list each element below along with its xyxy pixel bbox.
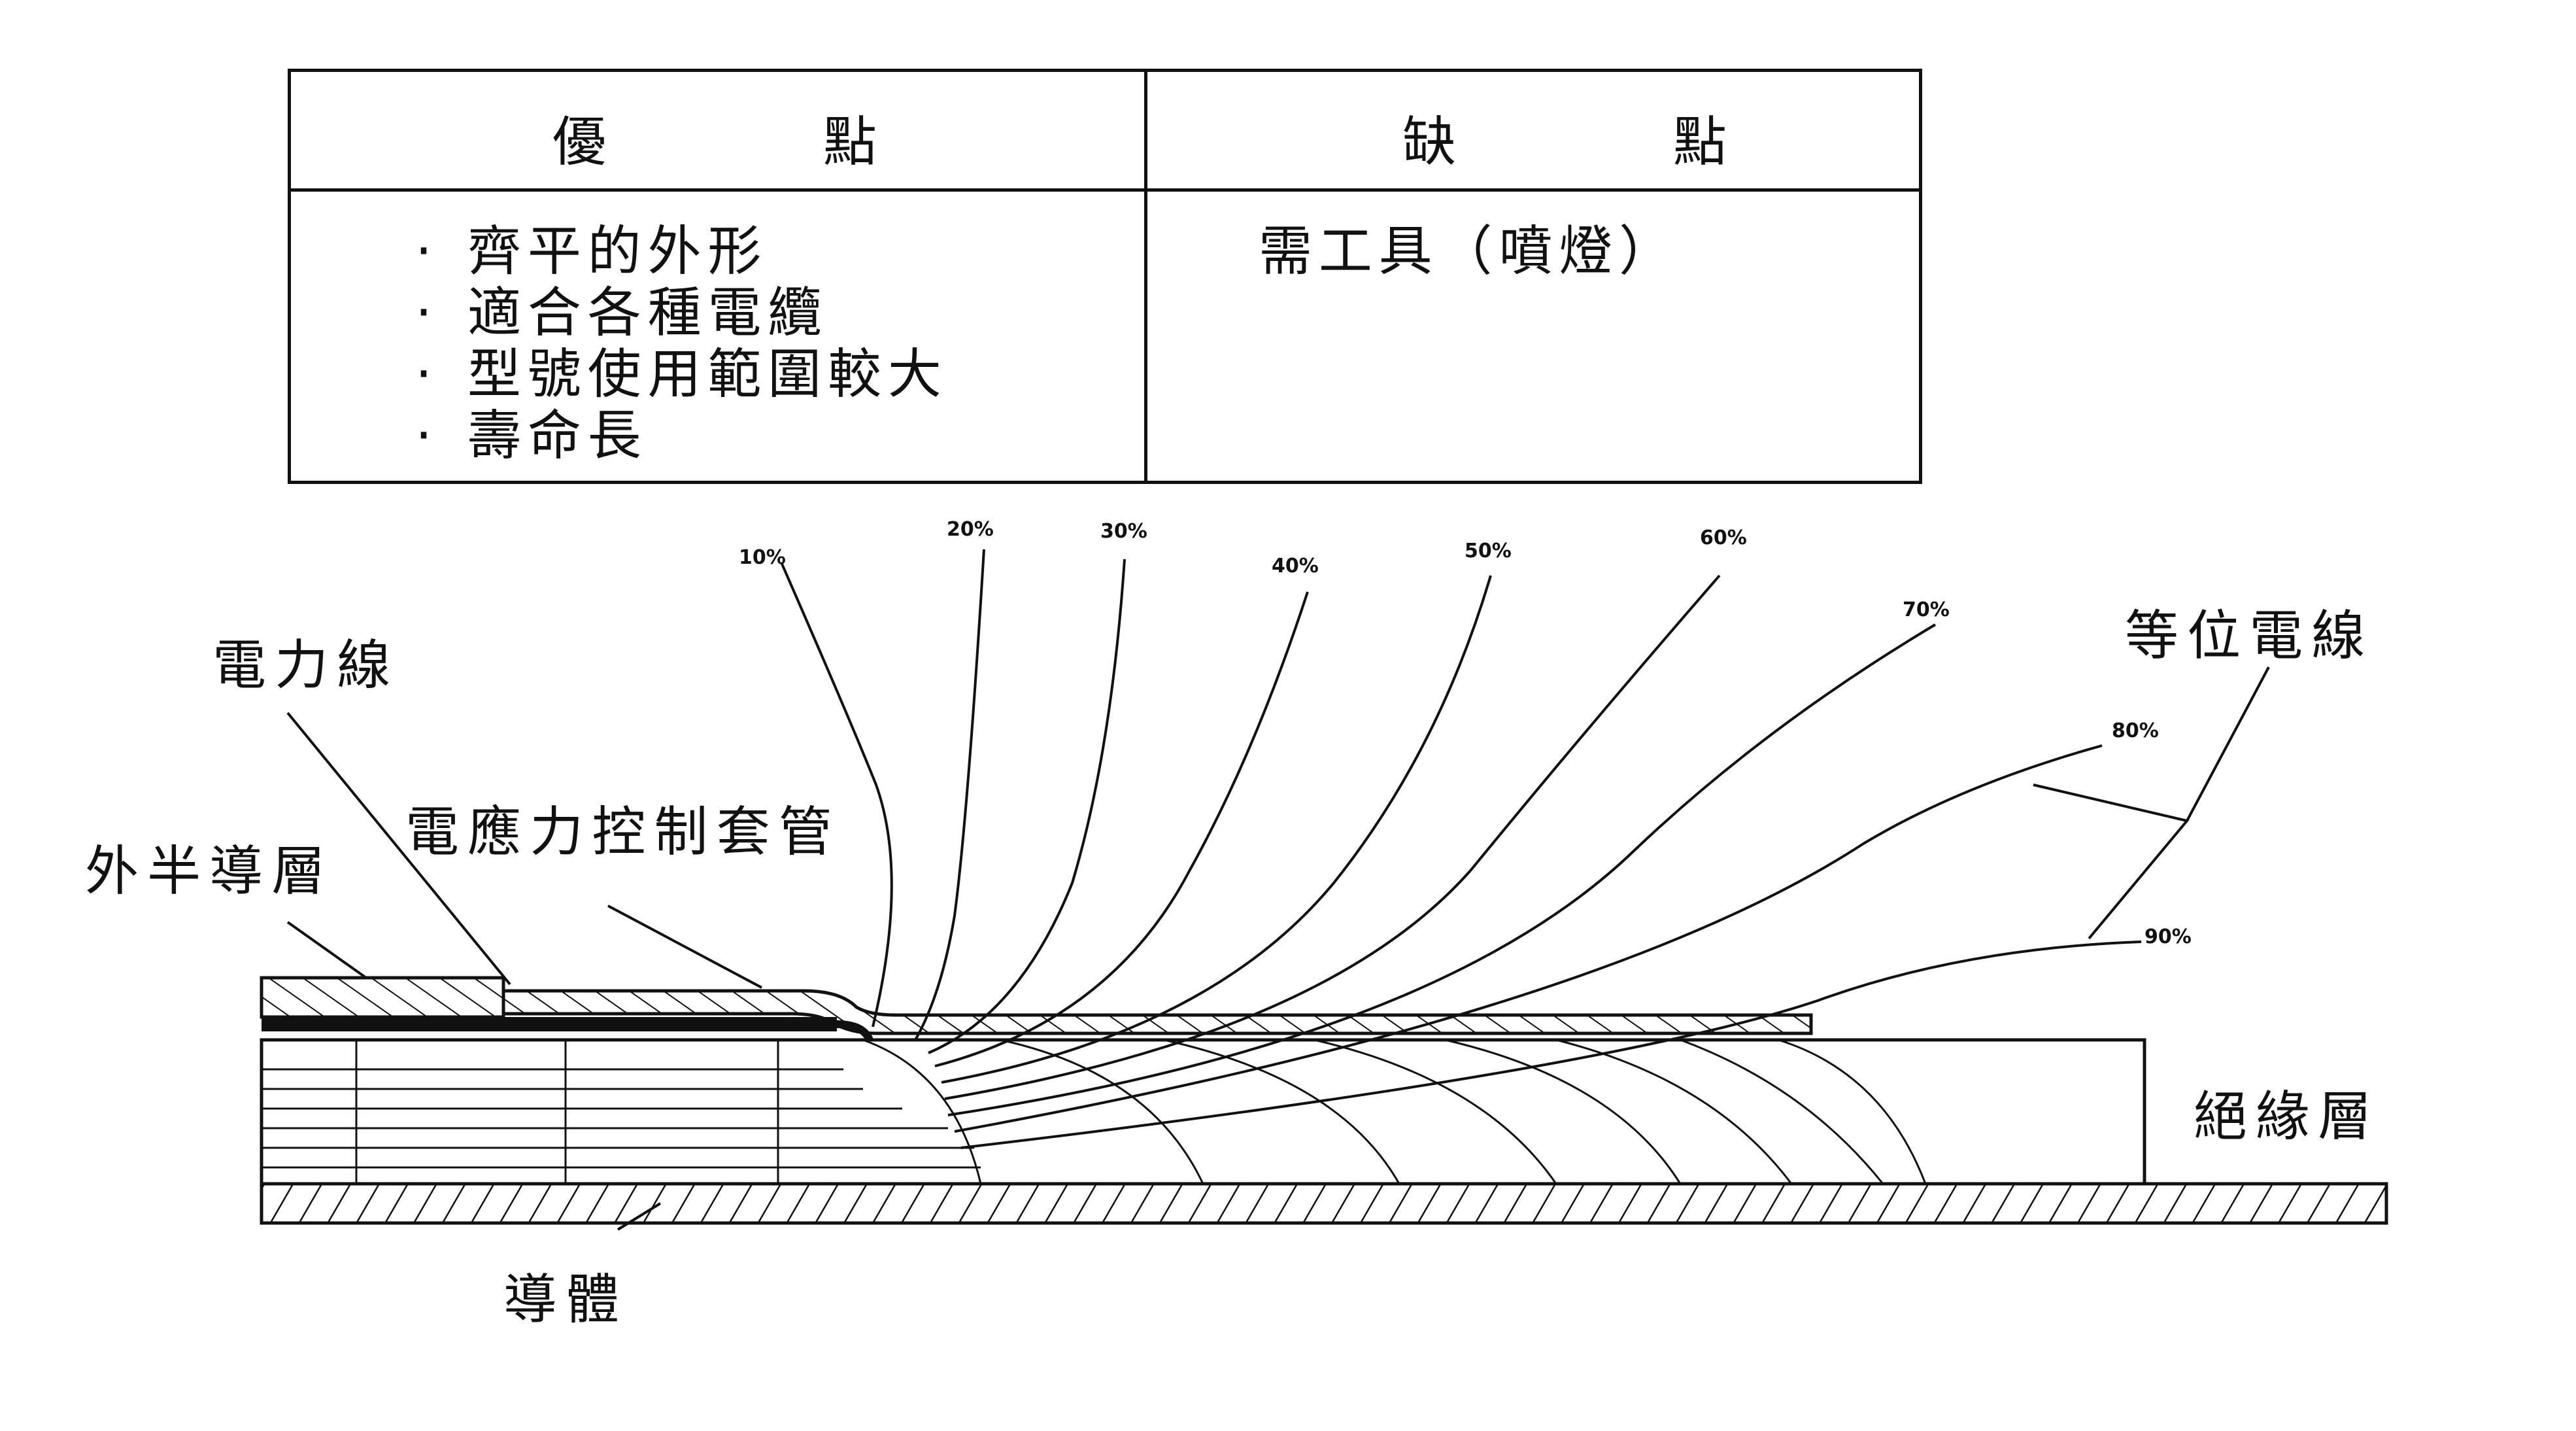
disadvantage-text: 需工具（噴燈） xyxy=(1259,220,1679,283)
stress-sleeve-label: 電應力控制套管 xyxy=(405,801,841,863)
leader-stress-sleeve xyxy=(607,905,762,989)
outer-semicon-layer xyxy=(260,976,505,1019)
bullet-dot: · xyxy=(415,405,439,467)
advantages-header-char-2: 點 xyxy=(822,111,879,173)
percent-label-30: 30% xyxy=(1100,520,1147,543)
equipotential-line-90 xyxy=(960,940,2142,1149)
percent-label-70: 70% xyxy=(1903,598,1950,621)
percent-label-60: 60% xyxy=(1700,526,1747,549)
advantage-item: · 齊平的外形 xyxy=(409,221,948,283)
advantages-header: 優 點 xyxy=(552,98,879,176)
equipotential-lines xyxy=(780,549,2142,1149)
advantage-item: · 適合各種電纜 xyxy=(409,283,948,344)
leader-equipotential xyxy=(2033,666,2270,940)
percent-label-40: 40% xyxy=(1272,555,1319,578)
percent-label-20: 20% xyxy=(947,518,994,541)
equipotential-line-40 xyxy=(934,591,1309,1067)
conductor-band xyxy=(260,1182,2388,1225)
table-column-divider xyxy=(1144,72,1147,481)
equipotential-line-20 xyxy=(914,549,985,1041)
bullet-dot: · xyxy=(415,220,439,283)
leader-conductor xyxy=(617,1202,662,1231)
equipotential-label: 等位電線 xyxy=(2125,605,2374,667)
advantage-text: 適合各種電纜 xyxy=(467,282,828,344)
stress-control-sleeve xyxy=(501,989,1813,1035)
equipotential-line-60 xyxy=(944,574,1721,1100)
advantages-list: · 齊平的外形 · 適合各種電纜 · 型號使用範圍較大 · 壽命長 xyxy=(409,221,948,467)
advantage-text: 壽命長 xyxy=(467,405,648,467)
field-arcs xyxy=(862,1039,1927,1184)
percent-label-90: 90% xyxy=(2144,925,2192,948)
advantage-item: · 型號使用範圍較大 xyxy=(409,344,948,405)
disadvantages-header-char-1: 缺 xyxy=(1402,111,1459,173)
disadvantages-header-char-2: 點 xyxy=(1672,111,1729,173)
equipotential-line-70 xyxy=(947,623,1937,1116)
conductor-label: 導體 xyxy=(503,1269,628,1331)
leader-power-line xyxy=(286,712,511,986)
equipotential-line-50 xyxy=(941,575,1492,1084)
pros-cons-table: 優 點 缺 點 · 齊平的外形 · 適合各種電纜 · 型號使用範圍較大 · 壽命長 需工… xyxy=(288,69,1922,484)
equipotential-line-10 xyxy=(780,562,893,1027)
advantage-text: 齊平的外形 xyxy=(467,220,768,283)
outer-semicon-label: 外半導層 xyxy=(85,840,334,903)
leader-outer-semicon xyxy=(286,921,367,979)
table-row-divider xyxy=(291,188,1919,192)
insulation-label: 絕緣層 xyxy=(2194,1086,2381,1148)
percent-label-10: 10% xyxy=(739,546,786,569)
leader-lines xyxy=(286,666,2270,1231)
percent-label-80: 80% xyxy=(2112,719,2159,742)
advantage-text: 型號使用範圍較大 xyxy=(467,343,948,405)
advantages-header-char-1: 優 xyxy=(552,111,609,173)
insulation-layer xyxy=(260,1038,2146,1186)
advantage-item: · 壽命長 xyxy=(409,405,948,467)
equipotential-line-30 xyxy=(928,559,1126,1054)
bullet-dot: · xyxy=(415,282,439,344)
semiconductor-screen xyxy=(262,1017,873,1042)
percent-label-50: 50% xyxy=(1465,540,1512,562)
disadvantages-header: 缺 點 xyxy=(1402,98,1729,176)
power-line-label: 電力線 xyxy=(212,634,399,697)
equipotential-line-80 xyxy=(954,744,2103,1133)
bullet-dot: · xyxy=(415,343,439,405)
